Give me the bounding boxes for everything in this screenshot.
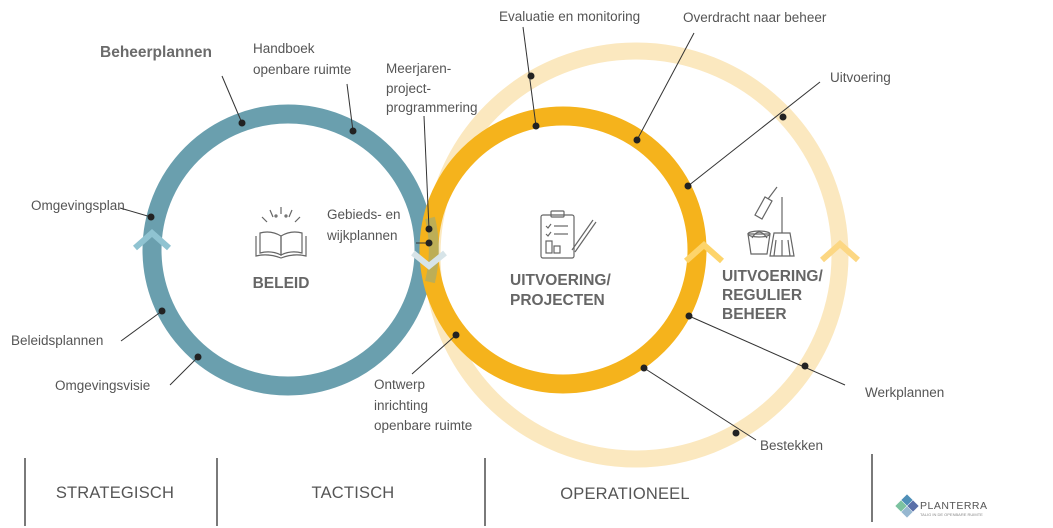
ring-title-beleid: BELEID xyxy=(253,275,310,292)
label-beheerplannen: Beheerplannen xyxy=(100,44,212,61)
brand-name: PLANTERRA xyxy=(920,500,988,512)
label-ontwerp-3: openbare ruimte xyxy=(374,418,472,433)
bucket-and-broom-icon xyxy=(747,186,795,257)
ring-beleid xyxy=(142,104,434,396)
ring-overlap xyxy=(425,216,439,284)
ring-title-regulier-3: BEHEER xyxy=(722,306,787,323)
label-meerjaren-1: Meerjaren- xyxy=(386,61,451,76)
ring-title-regulier-2: REGULIER xyxy=(722,287,802,304)
chevron-down-icon xyxy=(411,250,447,270)
ring-title-projecten-2: PROJECTEN xyxy=(510,292,605,309)
leaders xyxy=(119,26,846,441)
label-handboek-1: Handboek xyxy=(253,41,315,56)
ring-title-projecten-1: UITVOERING/ xyxy=(510,272,611,289)
label-handboek-2: openbare ruimte xyxy=(253,62,351,77)
ring-regulier-beheer xyxy=(423,42,849,468)
planterra-logo: PLANTERRA TALIG IN DE OPENBARE RUIMTE xyxy=(895,494,988,518)
label-beleidsplannen: Beleidsplannen xyxy=(11,333,103,348)
label-evaluatie: Evaluatie en monitoring xyxy=(499,9,640,24)
ring-title-regulier-1: UITVOERING/ xyxy=(722,268,823,285)
open-book-icon xyxy=(255,207,307,259)
label-werkplannen: Werkplannen xyxy=(865,385,944,400)
phase-tactisch: TACTISCH xyxy=(312,484,395,502)
label-omgevingsplan: Omgevingsplan xyxy=(31,198,125,213)
label-bestekken: Bestekken xyxy=(760,438,823,453)
label-ontwerp-1: Ontwerp xyxy=(374,377,425,392)
label-omgevingsvisie: Omgevingsvisie xyxy=(55,378,150,393)
label-gebieds-1: Gebieds- en xyxy=(327,207,401,222)
phase-operationeel: OPERATIONEEL xyxy=(560,485,690,503)
ring-uitvoering-projecten xyxy=(419,106,707,394)
label-uitvoering: Uitvoering xyxy=(830,70,891,85)
label-gebieds-2: wijkplannen xyxy=(326,228,398,243)
chevron-up-icon xyxy=(133,228,171,251)
chevron-up-icon xyxy=(684,240,724,264)
brand-tagline: TALIG IN DE OPENBARE RUIMTE xyxy=(920,512,983,517)
label-ontwerp-2: inrichting xyxy=(374,398,428,413)
clipboard-checklist-icon xyxy=(540,210,597,259)
label-overdracht: Overdracht naar beheer xyxy=(683,10,827,25)
label-meerjaren-3: programmering xyxy=(386,100,478,115)
label-meerjaren-2: project- xyxy=(386,81,431,96)
phase-strategisch: STRATEGISCH xyxy=(56,484,174,502)
chevron-up-icon xyxy=(820,239,860,263)
